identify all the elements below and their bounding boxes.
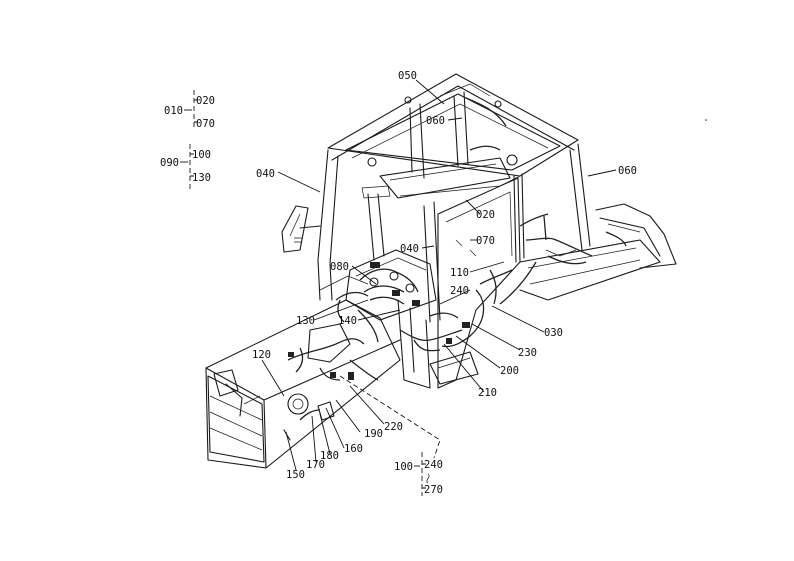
instrument-console (345, 185, 437, 321)
label-230: 230 (518, 347, 537, 359)
label-160: 160 (344, 443, 363, 455)
label-070: 070 (476, 235, 495, 247)
label-240: 240 (450, 285, 469, 297)
cab-pillars (317, 143, 591, 389)
range-100-from: 100 (394, 461, 413, 473)
range-010-b: 070 (196, 118, 215, 130)
label-180: 180 (320, 450, 339, 462)
side-mirror (281, 205, 321, 253)
range-group-010: 010 020 070 (164, 90, 215, 130)
label-040-pillar: 040 (256, 168, 275, 180)
leader-lines (261, 79, 617, 471)
cab-roof-frame (327, 73, 579, 199)
label-060-rear: 060 (618, 165, 637, 177)
range-090-b: 130 (192, 172, 211, 184)
label-210: 210 (478, 387, 497, 399)
assembly-dashed-outline (339, 375, 441, 459)
label-130: 130 (296, 315, 315, 327)
range-010-a: 020 (196, 95, 215, 107)
range-group-100: 100 240 270 (394, 452, 443, 496)
label-030: 030 (544, 327, 563, 339)
interior-wiring (455, 213, 593, 305)
label-040-door: 040 (400, 243, 419, 255)
part-number-labels: 050 060 060 040 040 020 070 080 110 240 … (252, 70, 637, 481)
range-010-from: 010 (164, 105, 183, 117)
label-140: 140 (338, 315, 357, 327)
label-150: 150 (286, 469, 305, 481)
cab-platform (519, 239, 661, 301)
label-060-roof: 060 (426, 115, 445, 127)
step-harness (397, 269, 513, 389)
rear-fender (595, 203, 677, 269)
range-090-from: 090 (160, 157, 179, 169)
label-110: 110 (450, 267, 469, 279)
label-080: 080 (330, 261, 349, 273)
label-170: 170 (306, 459, 325, 471)
label-200: 200 (500, 365, 519, 377)
stray-mark (705, 119, 707, 121)
range-group-090: 090 100 130 (160, 144, 211, 190)
label-020: 020 (476, 209, 495, 221)
label-120: 120 (252, 349, 271, 361)
label-190: 190 (364, 428, 383, 440)
label-220: 220 (384, 421, 403, 433)
label-050: 050 (398, 70, 417, 82)
range-100-a: 240 (424, 459, 443, 471)
engine-hood (205, 275, 401, 469)
range-090-a: 100 (192, 149, 211, 161)
range-100-b: 270 (424, 484, 443, 496)
